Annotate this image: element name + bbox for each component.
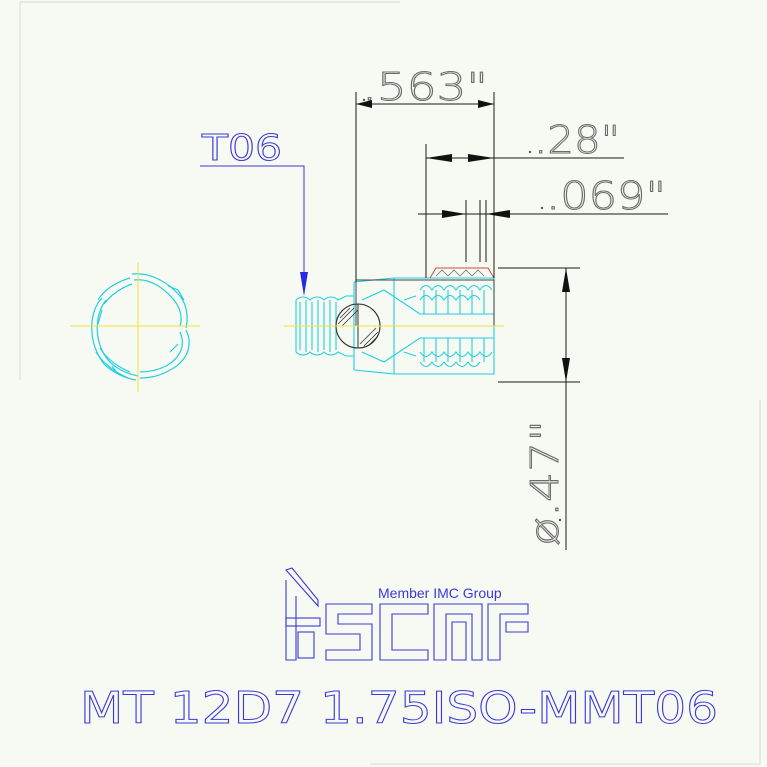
dimension-lines bbox=[355, 92, 668, 550]
tool-callout: T06 bbox=[200, 128, 308, 296]
page-frame bbox=[19, 1, 761, 765]
dimension-arrows bbox=[356, 100, 570, 382]
dimension-dots bbox=[362, 98, 562, 522]
brand-logo bbox=[285, 567, 529, 661]
dim-diameter-text: ø.47" bbox=[523, 420, 567, 546]
brand-tag: Member IMC Group bbox=[378, 585, 502, 601]
dim-length-text: .563" bbox=[362, 65, 488, 109]
part-code: MT 12D7 1.75ISO-MMT06 bbox=[80, 683, 718, 734]
tool-label: T06 bbox=[201, 128, 282, 169]
end-view bbox=[70, 262, 200, 392]
part-side-view bbox=[284, 267, 504, 375]
dim-thread-text: .28" bbox=[534, 118, 620, 162]
dim-pitch-text: .069" bbox=[546, 174, 666, 218]
